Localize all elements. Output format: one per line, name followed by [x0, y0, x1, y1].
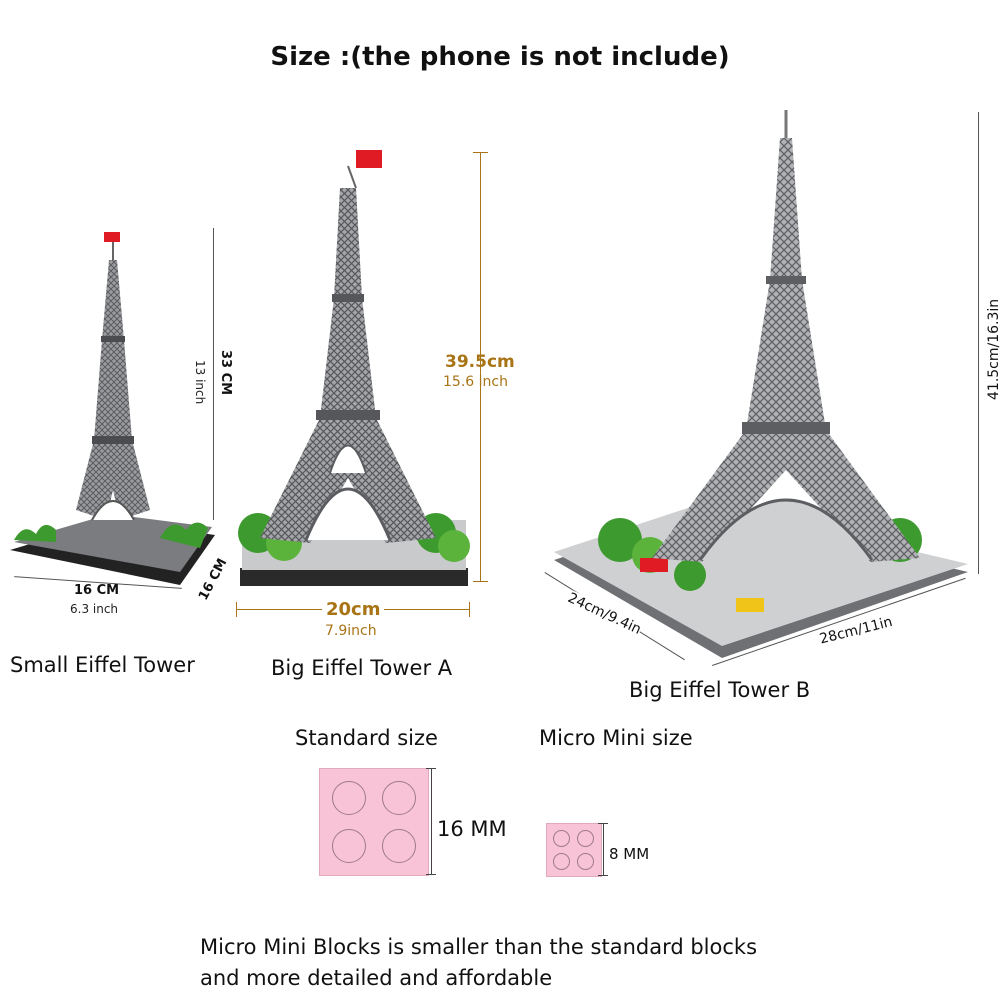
stud	[553, 830, 570, 847]
standard-size-line	[431, 768, 432, 875]
stud	[577, 830, 594, 847]
small-eiffel-tower-image	[10, 232, 215, 585]
page-title: Size :(the phone is not include)	[270, 42, 730, 72]
big-a-width-in: 7.9inch	[325, 623, 377, 639]
stud	[382, 829, 416, 863]
micro-size-value: 8 MM	[609, 845, 650, 863]
description-note: Micro Mini Blocks is smaller than the st…	[200, 932, 757, 994]
micro-block-image	[546, 823, 602, 877]
stud	[332, 781, 366, 815]
big-eiffel-tower-b-image	[554, 110, 968, 658]
big-a-height-in: 15.6 inch	[443, 374, 508, 390]
micro-size-label: Micro Mini size	[539, 726, 693, 750]
standard-size-label: Standard size	[295, 726, 438, 750]
standard-block-image	[319, 768, 429, 876]
big-b-height: 41.5cm/16.3in	[986, 298, 1000, 400]
stud	[382, 781, 416, 815]
small-width-cm: 16 CM	[74, 583, 120, 598]
stud	[553, 853, 570, 870]
big-a-height-line	[480, 152, 481, 582]
standard-size-value: 16 MM	[437, 817, 507, 841]
big-b-height-line	[978, 112, 979, 574]
big-eiffel-tower-a-image	[238, 150, 470, 586]
small-height-line	[213, 228, 214, 520]
big-a-height-cm: 39.5cm	[445, 352, 515, 372]
small-width-in: 6.3 inch	[70, 602, 119, 616]
small-tower-name: Small Eiffel Tower	[10, 653, 195, 677]
micro-size-line	[603, 823, 604, 876]
big-b-tower-name: Big Eiffel Tower B	[629, 678, 811, 702]
small-height-in: 13 inch	[193, 360, 207, 405]
note-line: and more detailed and affordable	[200, 966, 553, 990]
stud	[577, 853, 594, 870]
big-a-tower-name: Big Eiffel Tower A	[271, 656, 453, 680]
note-line: Micro Mini Blocks is smaller than the st…	[200, 935, 758, 959]
stud	[332, 829, 366, 863]
small-height-cm: 33 CM	[218, 350, 233, 396]
big-a-width-cm: 20cm	[322, 599, 385, 620]
